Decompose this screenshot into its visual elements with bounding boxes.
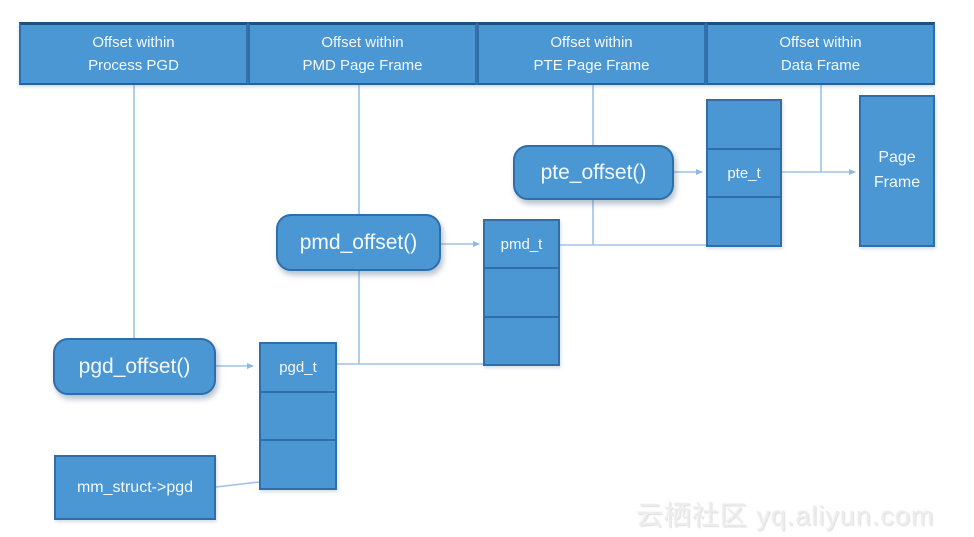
pgd-t-cell [261,390,335,440]
node-pte-t: pte_t [706,99,782,247]
node-label: Page [878,149,916,167]
watermark-yunqi-community: 云栖社区 yq.aliyun.com [636,501,935,531]
header-offset-pmd-page-frame: Offset within PMD Page Frame [248,22,477,85]
header-line: PMD Page Frame [302,57,423,74]
header-line: Offset within [779,33,862,51]
node-pgd-offset: pgd_offset() [53,338,216,395]
header-line: Process PGD [88,57,179,74]
node-page-frame: Page Frame [859,95,935,247]
node-label: mm_struct->pgd [76,478,194,496]
pmd-t-cell-label: pmd_t [485,221,558,267]
pmd-t-cell [485,315,558,364]
pmd-t-cell [485,267,558,315]
node-label: pte_t [727,164,761,182]
node-mm-struct-pgd: mm_struct->pgd [54,455,216,520]
node-label: pmd_t [500,235,543,253]
node-label: pgd_offset() [78,354,191,378]
pte-t-cell [708,101,780,148]
header-offset-process-pgd: Offset within Process PGD [19,22,248,85]
pgd-t-cell-label: pgd_t [261,344,335,391]
pte-t-cell-label: pte_t [708,147,780,197]
node-pte-offset: pte_offset() [513,145,674,200]
pgd-t-cell [261,439,335,488]
header-line: Offset within [92,33,175,51]
node-label: pmd_offset() [299,230,418,254]
header-line: Offset within [321,33,404,51]
header-offset-data-frame: Offset within Data Frame [706,22,935,85]
node-label: Frame [873,174,921,191]
header-line: PTE Page Frame [533,57,650,74]
node-pmd-t: pmd_t [483,219,560,366]
node-pmd-offset: pmd_offset() [276,214,441,271]
pte-t-cell [708,196,780,245]
header-line: Offset within [550,33,633,51]
connector-mm-struct-to-pgd-t [215,481,260,488]
node-label: pgd_t [279,358,317,376]
node-pgd-t: pgd_t [259,342,337,490]
header-line: Data Frame [780,57,861,74]
header-offset-pte-page-frame: Offset within PTE Page Frame [477,22,706,85]
node-label: pte_offset() [540,160,647,184]
